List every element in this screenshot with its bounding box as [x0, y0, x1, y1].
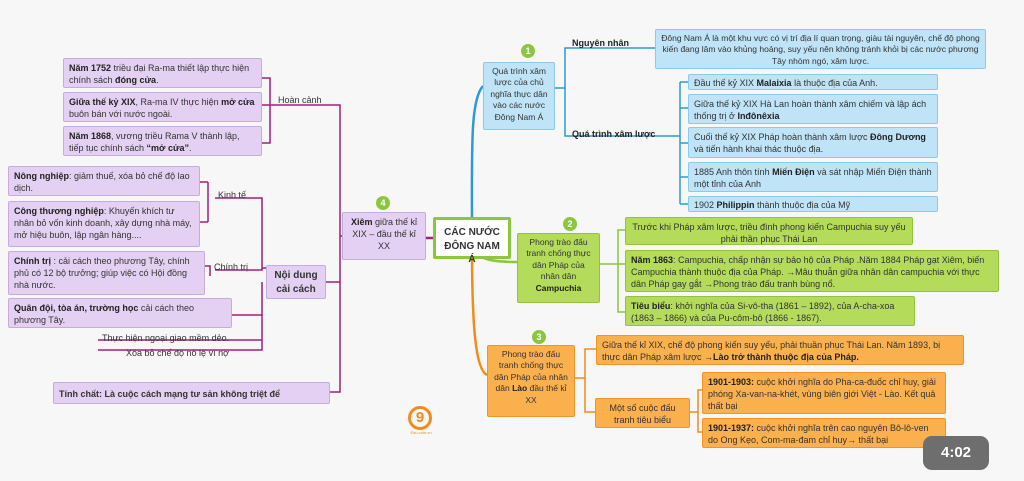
center-title: CÁC NƯỚC ĐÔNG NAM Á — [444, 227, 500, 265]
branch4-econ-1: Nông nghiệp: giảm thuế, xóa bỏ chế độ la… — [8, 166, 200, 196]
branch2-title: Phong trào đấu tranh chống thực dân Pháp… — [517, 233, 600, 303]
branch4-title: Xiêm giữa thế kỉ XIX – đầu thế kỉ XX — [342, 212, 426, 260]
video-duration-badge: 4:02 — [923, 436, 989, 470]
badge-2: 2 — [563, 217, 577, 231]
branch4-content-label: Nội dung cải cách — [266, 265, 326, 299]
branch4-context-label: Hoàn cảnh — [278, 95, 322, 105]
branch1-item-miendien: 1885 Anh thôn tính Miến Điện và sát nhập… — [688, 162, 938, 192]
branch4-mil: Quân đội, tòa án, trường học cải cách th… — [8, 298, 232, 328]
branch1-item-malaixia: Đầu thế kỷ XIX Malaixia là thuộc địa của… — [688, 74, 938, 90]
branch3-title: Phong trào đấu tranh chống thực dân Pháp… — [487, 345, 575, 417]
branch2-item3: Tiêu biểu: khởi nghĩa của Si-vô-tha (186… — [625, 296, 915, 326]
branch4-econ-label: Kinh tế — [218, 190, 247, 200]
branch3-sub2: 1901-1937: cuộc khởi nghĩa trên cao nguy… — [702, 418, 946, 448]
branch3-sub-label: Một số cuộc đấu tranh tiêu biểu — [595, 398, 690, 428]
branch1-process-label: Quá trình xâm lược — [572, 129, 656, 139]
branch1-cause-text: Đông Nam Á là một khu vực có vị trí địa … — [655, 29, 986, 69]
branch3-item1: Giữa thế kỉ XIX, chế độ phong kiến suy y… — [596, 335, 964, 365]
branch1-item-dongduong: Cuối thế kỷ XIX Pháp hoàn thành xâm lược… — [688, 127, 938, 158]
branch1-item-indonexia: Giữa thế kỷ XIX Hà Lan hoàn thành xâm ch… — [688, 94, 938, 124]
branch4-nature: Tính chất: Là cuộc cách mạng tư sản khôn… — [53, 382, 330, 404]
branch1-item-philippin: 1902 Philippin thành thuộc địa của Mỹ — [688, 196, 938, 212]
badge-1: 1 — [521, 44, 535, 58]
branch4-foreign: Thực hiện ngoại giao mềm dẻo. — [102, 333, 230, 343]
branch4-context-1: Năm 1752 triều đại Ra-ma thiết lập thực … — [63, 58, 262, 88]
branch2-item2: Năm 1863: Campuchia, chấp nhận sự bảo hộ… — [625, 250, 999, 292]
branch1-title: Quá trình xâm lược của chủ nghĩa thực dâ… — [483, 62, 555, 130]
branch2-item1: Trước khi Pháp xâm lược, triều đình phon… — [625, 217, 913, 245]
branch1-cause-label: Nguyên nhân — [572, 38, 630, 48]
branch4-context-2: Giữa thế kỷ XIX, Ra-ma IV thực hiện mở c… — [63, 92, 262, 122]
branch4-econ-2: Công thương nghiệp: Khuyến khích tư nhân… — [8, 201, 200, 247]
badge-3: 3 — [532, 330, 546, 344]
logo-mark: 9 — [408, 406, 432, 430]
logo-caption: Edu.com.vn — [410, 430, 432, 435]
branch4-context-3: Năm 1868, vương triều Rama V thành lập, … — [63, 126, 262, 156]
branch3-sub1: 1901-1903: cuộc khởi nghĩa do Pha-ca-đuố… — [702, 372, 946, 414]
badge-4: 4 — [376, 196, 390, 210]
branch4-pol-label: Chính trị — [214, 262, 249, 272]
brand-logo: 9 Edu.com.vn — [408, 406, 434, 436]
center-node: CÁC NƯỚC ĐÔNG NAM Á — [433, 217, 511, 265]
branch4-slavery: Xóa bỏ chế độ nô lệ vì nợ — [126, 348, 229, 358]
branch4-pol-1: Chính trị : cải cách theo phương Tây, ch… — [8, 251, 205, 295]
